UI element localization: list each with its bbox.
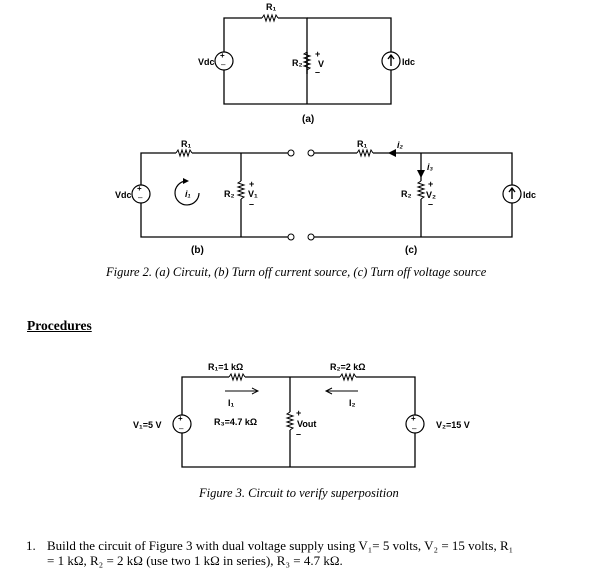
svg-text:–: –: [428, 199, 433, 209]
svg-text:+: +: [249, 179, 254, 189]
svg-text:+: +: [137, 184, 142, 193]
label-v-a: V: [318, 59, 324, 69]
label-r1-fig3: R₁=1 kΩ: [208, 362, 243, 372]
svg-text:+: +: [220, 51, 225, 60]
panel-label-a: (a): [302, 114, 314, 125]
label-i1-fig3: I₁: [228, 398, 235, 408]
svg-text:+: +: [411, 414, 416, 423]
label-i2-fig3: I₂: [349, 398, 356, 408]
step-text-line-1: Build the circuit of Figure 3 with dual …: [47, 538, 514, 553]
figure-2c-circuit: R₁ i₂ i₃ R₂ + V₂ – Idc (c): [307, 139, 536, 256]
label-v1-b: V₁: [248, 189, 258, 199]
resistor-r1: [261, 13, 279, 23]
label-r1-c: R₁: [357, 139, 367, 149]
resistor-r1-fig3: [228, 372, 246, 382]
svg-text:–: –: [179, 424, 184, 433]
figure-3-caption: Figure 3. Circuit to verify superpositio…: [199, 486, 399, 500]
label-r3-fig3: R₃=4.7 kΩ: [214, 417, 257, 427]
resistor-r2-c: [416, 180, 426, 200]
current-arrow-i3-icon: [417, 170, 425, 178]
resistor-r2-fig3: [339, 372, 357, 382]
voltage-source-icon: [131, 184, 151, 204]
svg-text:+: +: [178, 414, 183, 423]
resistor-r3-fig3: [285, 411, 295, 431]
figure-2b-circuit: + – R₁ Vdc i₁ R₂ + V₁ – (b): [115, 139, 295, 256]
svg-text:+: +: [428, 179, 433, 189]
svg-text:–: –: [412, 424, 417, 433]
resistor-r2: [302, 51, 312, 71]
figure-3-circuit: + – + – R₁=1 kΩ R₂=2 kΩ I₁ I₂ R₃=4.7 kΩ …: [133, 362, 470, 468]
svg-text:+: +: [315, 49, 320, 59]
voltage-source-v1-icon: [172, 414, 192, 434]
resistor-r2-b: [236, 180, 246, 200]
label-r2-c: R₂: [401, 189, 412, 199]
figure-2-caption: Figure 2. (a) Circuit, (b) Turn off curr…: [106, 265, 487, 279]
label-i3-c: i₃: [427, 162, 434, 172]
step-number: 1.: [26, 538, 36, 553]
panel-label-b: (b): [191, 245, 204, 256]
figure-2a-circuit: + – R₁ Vdc R₂ + V – Idc (a): [198, 2, 415, 125]
current-arrow-i2-icon: [388, 149, 396, 157]
voltage-source-icon: [214, 51, 234, 71]
svg-text:–: –: [249, 199, 254, 209]
label-v2-fig3: V₂=15 V: [436, 420, 470, 430]
voltage-source-v2-icon: [405, 414, 425, 434]
step-text-line-2: = 1 kΩ, R₂ = 2 kΩ (use two 1 kΩ in serie…: [47, 553, 343, 568]
label-r1-b: R₁: [181, 139, 191, 149]
svg-text:–: –: [221, 60, 226, 69]
panel-label-c: (c): [405, 245, 417, 256]
svg-text:+: +: [296, 408, 301, 418]
label-idc-c: Idc: [523, 190, 536, 200]
label-idc-a: Idc: [402, 57, 415, 67]
label-i1-b: i₁: [185, 189, 191, 199]
label-vdc-a: Vdc: [198, 57, 215, 67]
svg-text:–: –: [296, 429, 301, 439]
label-v2-c: V₂: [426, 190, 436, 200]
label-i2-c: i₂: [397, 140, 404, 150]
svg-text:–: –: [138, 193, 143, 202]
procedure-step-1: 1. Build the circuit of Figure 3 with du…: [26, 538, 582, 568]
label-r1-a: R₁: [266, 2, 276, 12]
label-v1-fig3: V₁=5 V: [133, 420, 162, 430]
resistor-r1-c: [356, 148, 374, 158]
label-vdc-b: Vdc: [115, 190, 132, 200]
label-r2-fig3: R₂=2 kΩ: [330, 362, 365, 372]
label-r2-a: R₂: [292, 58, 303, 68]
procedures-heading: Procedures: [27, 318, 92, 333]
label-vout-fig3: Vout: [297, 419, 316, 429]
svg-text:–: –: [315, 67, 320, 77]
label-r2-b: R₂: [224, 189, 235, 199]
resistor-r1-b: [175, 148, 193, 158]
loop-current-arrow-icon: [174, 180, 200, 206]
